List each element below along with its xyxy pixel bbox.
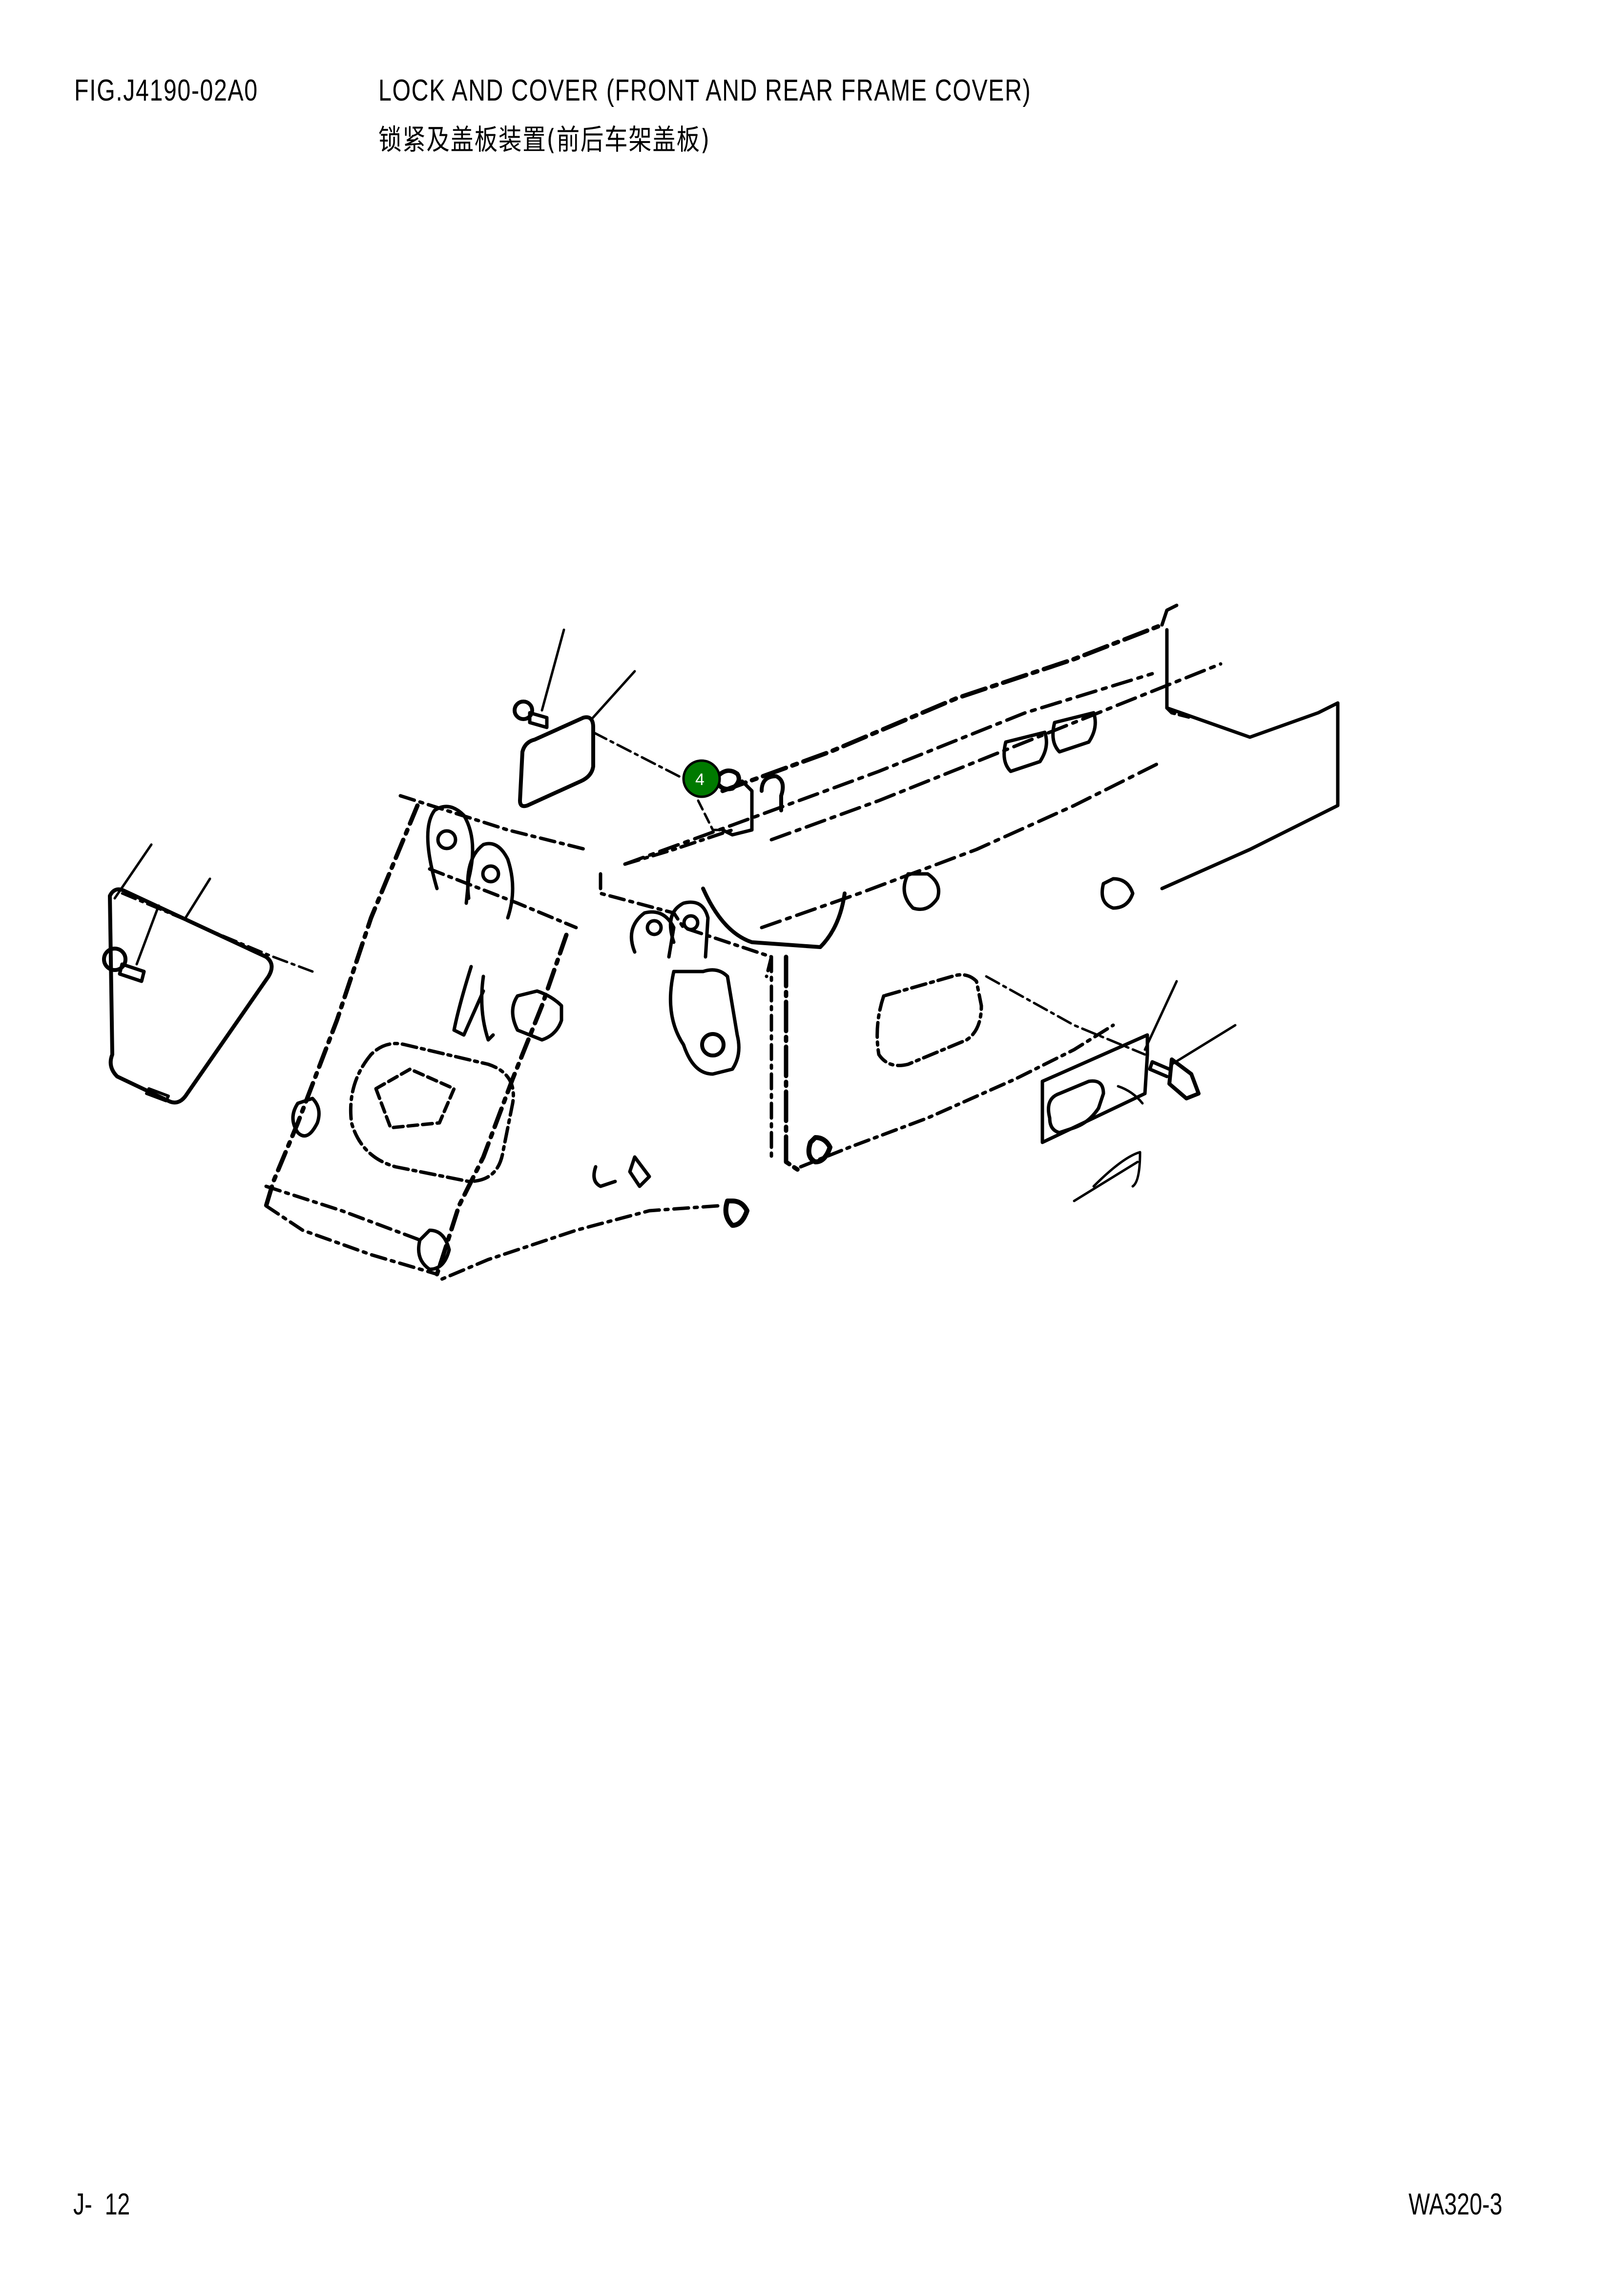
rear-frame [440, 603, 1340, 1281]
rear-frame-cover [985, 975, 1178, 1202]
figure-code: FIG.J4190-02A0 [74, 74, 258, 107]
upper-cover-plate [518, 670, 690, 808]
front-cover-bolt [102, 904, 160, 983]
page-number: J- 12 [73, 2188, 130, 2221]
upper-cover-bolt [513, 628, 565, 729]
callout-4[interactable]: 4 [682, 759, 721, 798]
callout-label: 4 [695, 770, 705, 789]
page-title-chinese: 锁紧及盖板装置(前后车架盖板) [378, 123, 710, 156]
front-frame-cover [108, 843, 314, 1105]
page-title-english: LOCK AND COVER (FRONT AND REAR FRAME COV… [378, 74, 1032, 107]
rear-cover-bolt [1148, 1024, 1237, 1100]
model-number: WA320-3 [1409, 2188, 1503, 2221]
lock-part [697, 768, 785, 837]
front-frame [264, 794, 588, 1277]
